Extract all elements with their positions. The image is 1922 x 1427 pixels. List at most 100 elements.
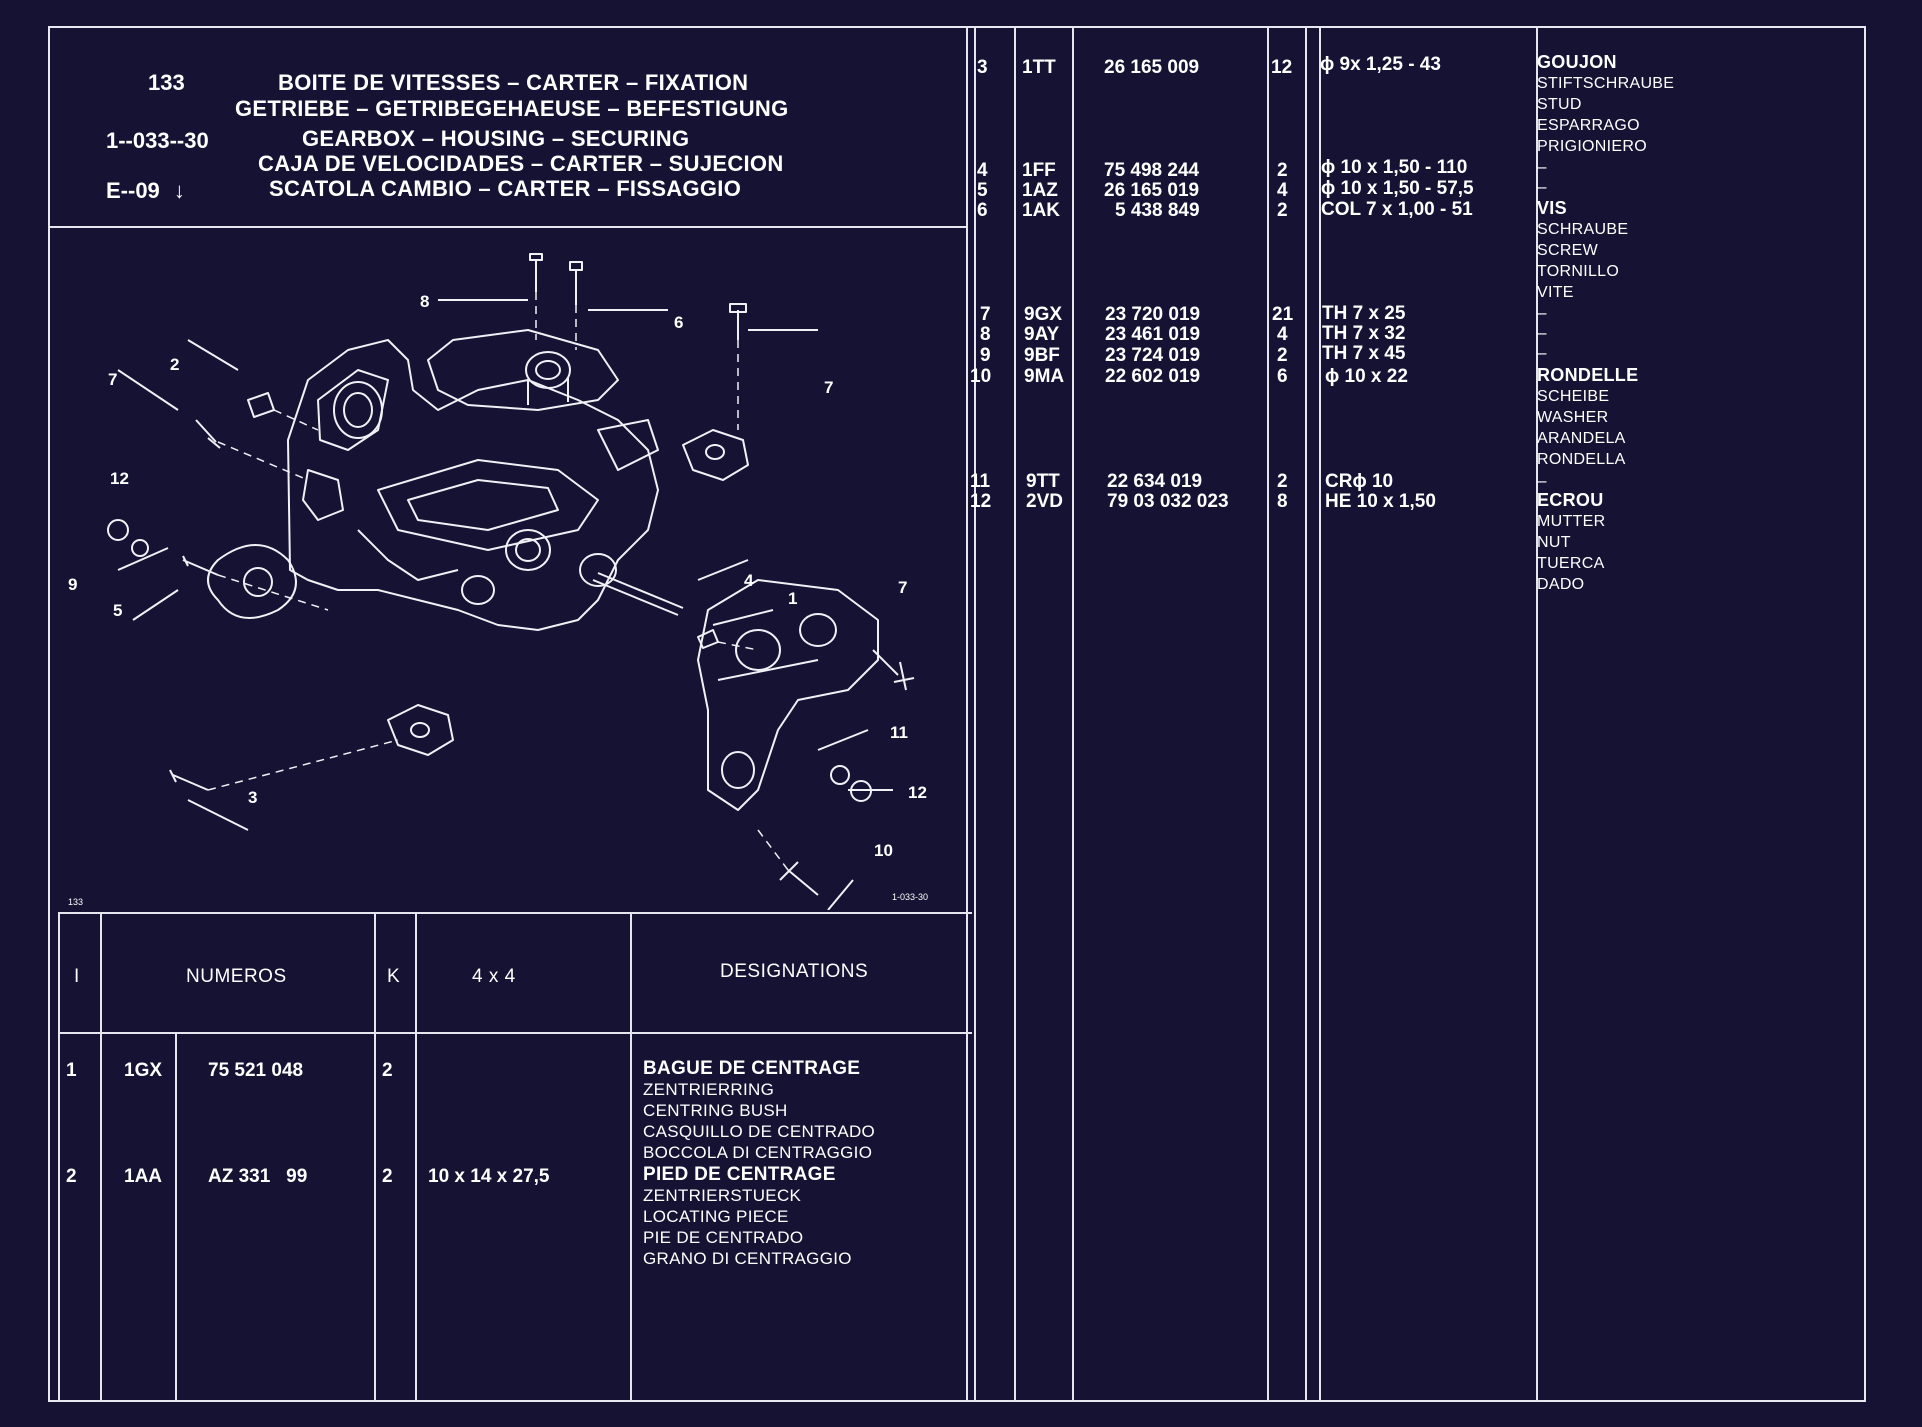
rrow-4-code: 1FF (1022, 160, 1056, 181)
stud-5 (182, 555, 219, 576)
rdesig-dash-10: – (1537, 343, 1547, 362)
callout-11: 11 (890, 723, 908, 742)
rrow-11-spec: CRϕ 10 (1325, 471, 1394, 492)
rrow-8-spec: TH 7 x 32 (1322, 323, 1406, 344)
colhead-designations: DESIGNATIONS (720, 961, 869, 982)
rdesig-vis: VIS SCHRAUBE SCREW TORNILLO VITE (1537, 198, 1628, 303)
sep-right-spec (1319, 26, 1321, 1402)
rrow-9-code: 9BF (1024, 345, 1060, 366)
section-code-text: E--09 (106, 178, 160, 203)
desig-main: ECROU (1537, 490, 1604, 510)
rrow-10-index: 10 (970, 366, 992, 387)
rrow-9-number: 23 724 019 (1105, 345, 1201, 366)
desig-de: SCHRAUBE (1537, 221, 1629, 238)
rrow-4-number: 75 498 244 (1104, 160, 1200, 181)
row-designation: PIED DE CENTRAGE ZENTRIERSTUECK LOCATING… (643, 1164, 852, 1269)
row-number: 75 521 048 (208, 1060, 304, 1081)
sep-right-k (1267, 26, 1269, 1402)
title-it: SCATOLA CAMBIO – CARTER – FISSAGGIO (269, 176, 742, 201)
rrow-10-code: 9MA (1024, 366, 1065, 387)
rrow-6-k: 2 (1277, 200, 1288, 221)
rrow-5-k: 4 (1277, 180, 1288, 201)
row-k: 2 (382, 1166, 393, 1187)
desig-en: CENTRING BUSH (643, 1101, 788, 1120)
table-col-i (100, 912, 102, 1402)
rrow-9-k: 2 (1277, 345, 1288, 366)
desig-it: DADO (1537, 576, 1585, 593)
callout-4: 4 (744, 571, 754, 590)
rrow-12-spec: HE 10 x 1,50 (1325, 491, 1436, 512)
bush-1 (697, 629, 719, 649)
table-col-code (175, 1032, 177, 1402)
rrow-8-code: 9AY (1024, 324, 1060, 345)
rrow-11-code: 9TT (1026, 471, 1060, 492)
bush-2 (247, 392, 275, 418)
bolt-8 (529, 253, 543, 292)
row-index: 1 (66, 1060, 77, 1081)
callout-10: 9 (68, 575, 77, 594)
rrow-6-index: 6 (977, 200, 988, 221)
rrow-9-index: 9 (980, 345, 991, 366)
desig-es: ARANDELA (1537, 430, 1626, 447)
desig-main: RONDELLE (1537, 365, 1639, 385)
sep-right-code (1014, 26, 1016, 1402)
title-en: GEARBOX – HOUSING – SECURING (302, 126, 690, 151)
title-fr: BOITE DE VITESSES – CARTER – FIXATION (278, 70, 749, 95)
desig-es: PIE DE CENTRADO (643, 1228, 804, 1247)
rrow-10-k: 6 (1277, 366, 1288, 387)
bolt-7a (729, 303, 747, 340)
mount-block-1 (682, 429, 749, 481)
row-designation: BAGUE DE CENTRAGE ZENTRIERRING CENTRING … (643, 1058, 875, 1163)
rrow-10-spec: ϕ 10 x 22 (1325, 366, 1408, 387)
desig-main: VIS (1537, 198, 1567, 218)
rrow-4-spec: ϕ 10 x 1,50 - 110 (1321, 157, 1468, 178)
rrow-9-spec: TH 7 x 45 (1322, 343, 1406, 364)
sep-right-i (974, 26, 976, 1402)
desig-es: CASQUILLO DE CENTRADO (643, 1122, 876, 1141)
row-k: 2 (382, 1060, 393, 1081)
washer-10 (131, 539, 149, 557)
rrow-12-number: 79 03 032 023 (1107, 491, 1229, 512)
desig-de: SCHEIBE (1537, 388, 1610, 405)
cover-plate (427, 329, 619, 411)
colhead-i: I (74, 966, 80, 987)
rrow-8-number: 23 461 019 (1105, 324, 1201, 345)
row-number: AZ 331 99 (208, 1166, 308, 1187)
callout-9: 10 (874, 841, 893, 860)
desig-de: STIFTSCHRAUBE (1537, 75, 1675, 92)
shaft-4 (592, 572, 684, 616)
callout-6: 6 (674, 313, 683, 332)
diagram-corner-right: 1-033-30 (892, 892, 928, 902)
rrow-7-index: 7 (980, 304, 991, 325)
callout-7c: 7 (898, 578, 907, 597)
desig-it: VITE (1537, 284, 1574, 301)
callout-12a: 12 (110, 469, 129, 488)
diagram-divider (58, 912, 972, 914)
rdesig-ecrou: ECROU MUTTER NUT TUERCA DADO (1537, 490, 1605, 595)
rrow-7-code: 9GX (1024, 304, 1063, 325)
nut-12a (107, 519, 129, 541)
rrow-3-number: 26 165 009 (1104, 57, 1200, 78)
callout-5: 5 (113, 601, 122, 620)
rrow-11-index: 11 (970, 471, 991, 492)
title-de: GETRIEBE – GETRIBEGEHAEUSE – BEFESTIGUNG (235, 96, 789, 121)
desig-main: PIED DE CENTRAGE (643, 1164, 836, 1185)
sep-main (966, 26, 968, 1402)
desig-main: BAGUE DE CENTRAGE (643, 1058, 861, 1079)
housing-shape (287, 339, 659, 631)
colhead-numeros: NUMEROS (186, 966, 287, 987)
rrow-7-number: 23 720 019 (1105, 304, 1201, 325)
callout-7b: 7 (108, 370, 117, 389)
rrow-7-k: 21 (1272, 304, 1294, 325)
rrow-8-index: 8 (980, 324, 991, 345)
sep-right-num (1072, 26, 1074, 1402)
page-number: 133 (148, 70, 185, 95)
rrow-11-k: 2 (1277, 471, 1288, 492)
washer-11 (830, 765, 850, 785)
desig-de: ZENTRIERSTUECK (643, 1186, 802, 1205)
row-code: 1AA (124, 1166, 163, 1187)
table-col-num (374, 912, 376, 1402)
desig-it: BOCCOLA DI CENTRAGGIO (643, 1143, 873, 1162)
desig-en: WASHER (1537, 409, 1609, 426)
rdesig-dash-5: – (1537, 177, 1547, 196)
